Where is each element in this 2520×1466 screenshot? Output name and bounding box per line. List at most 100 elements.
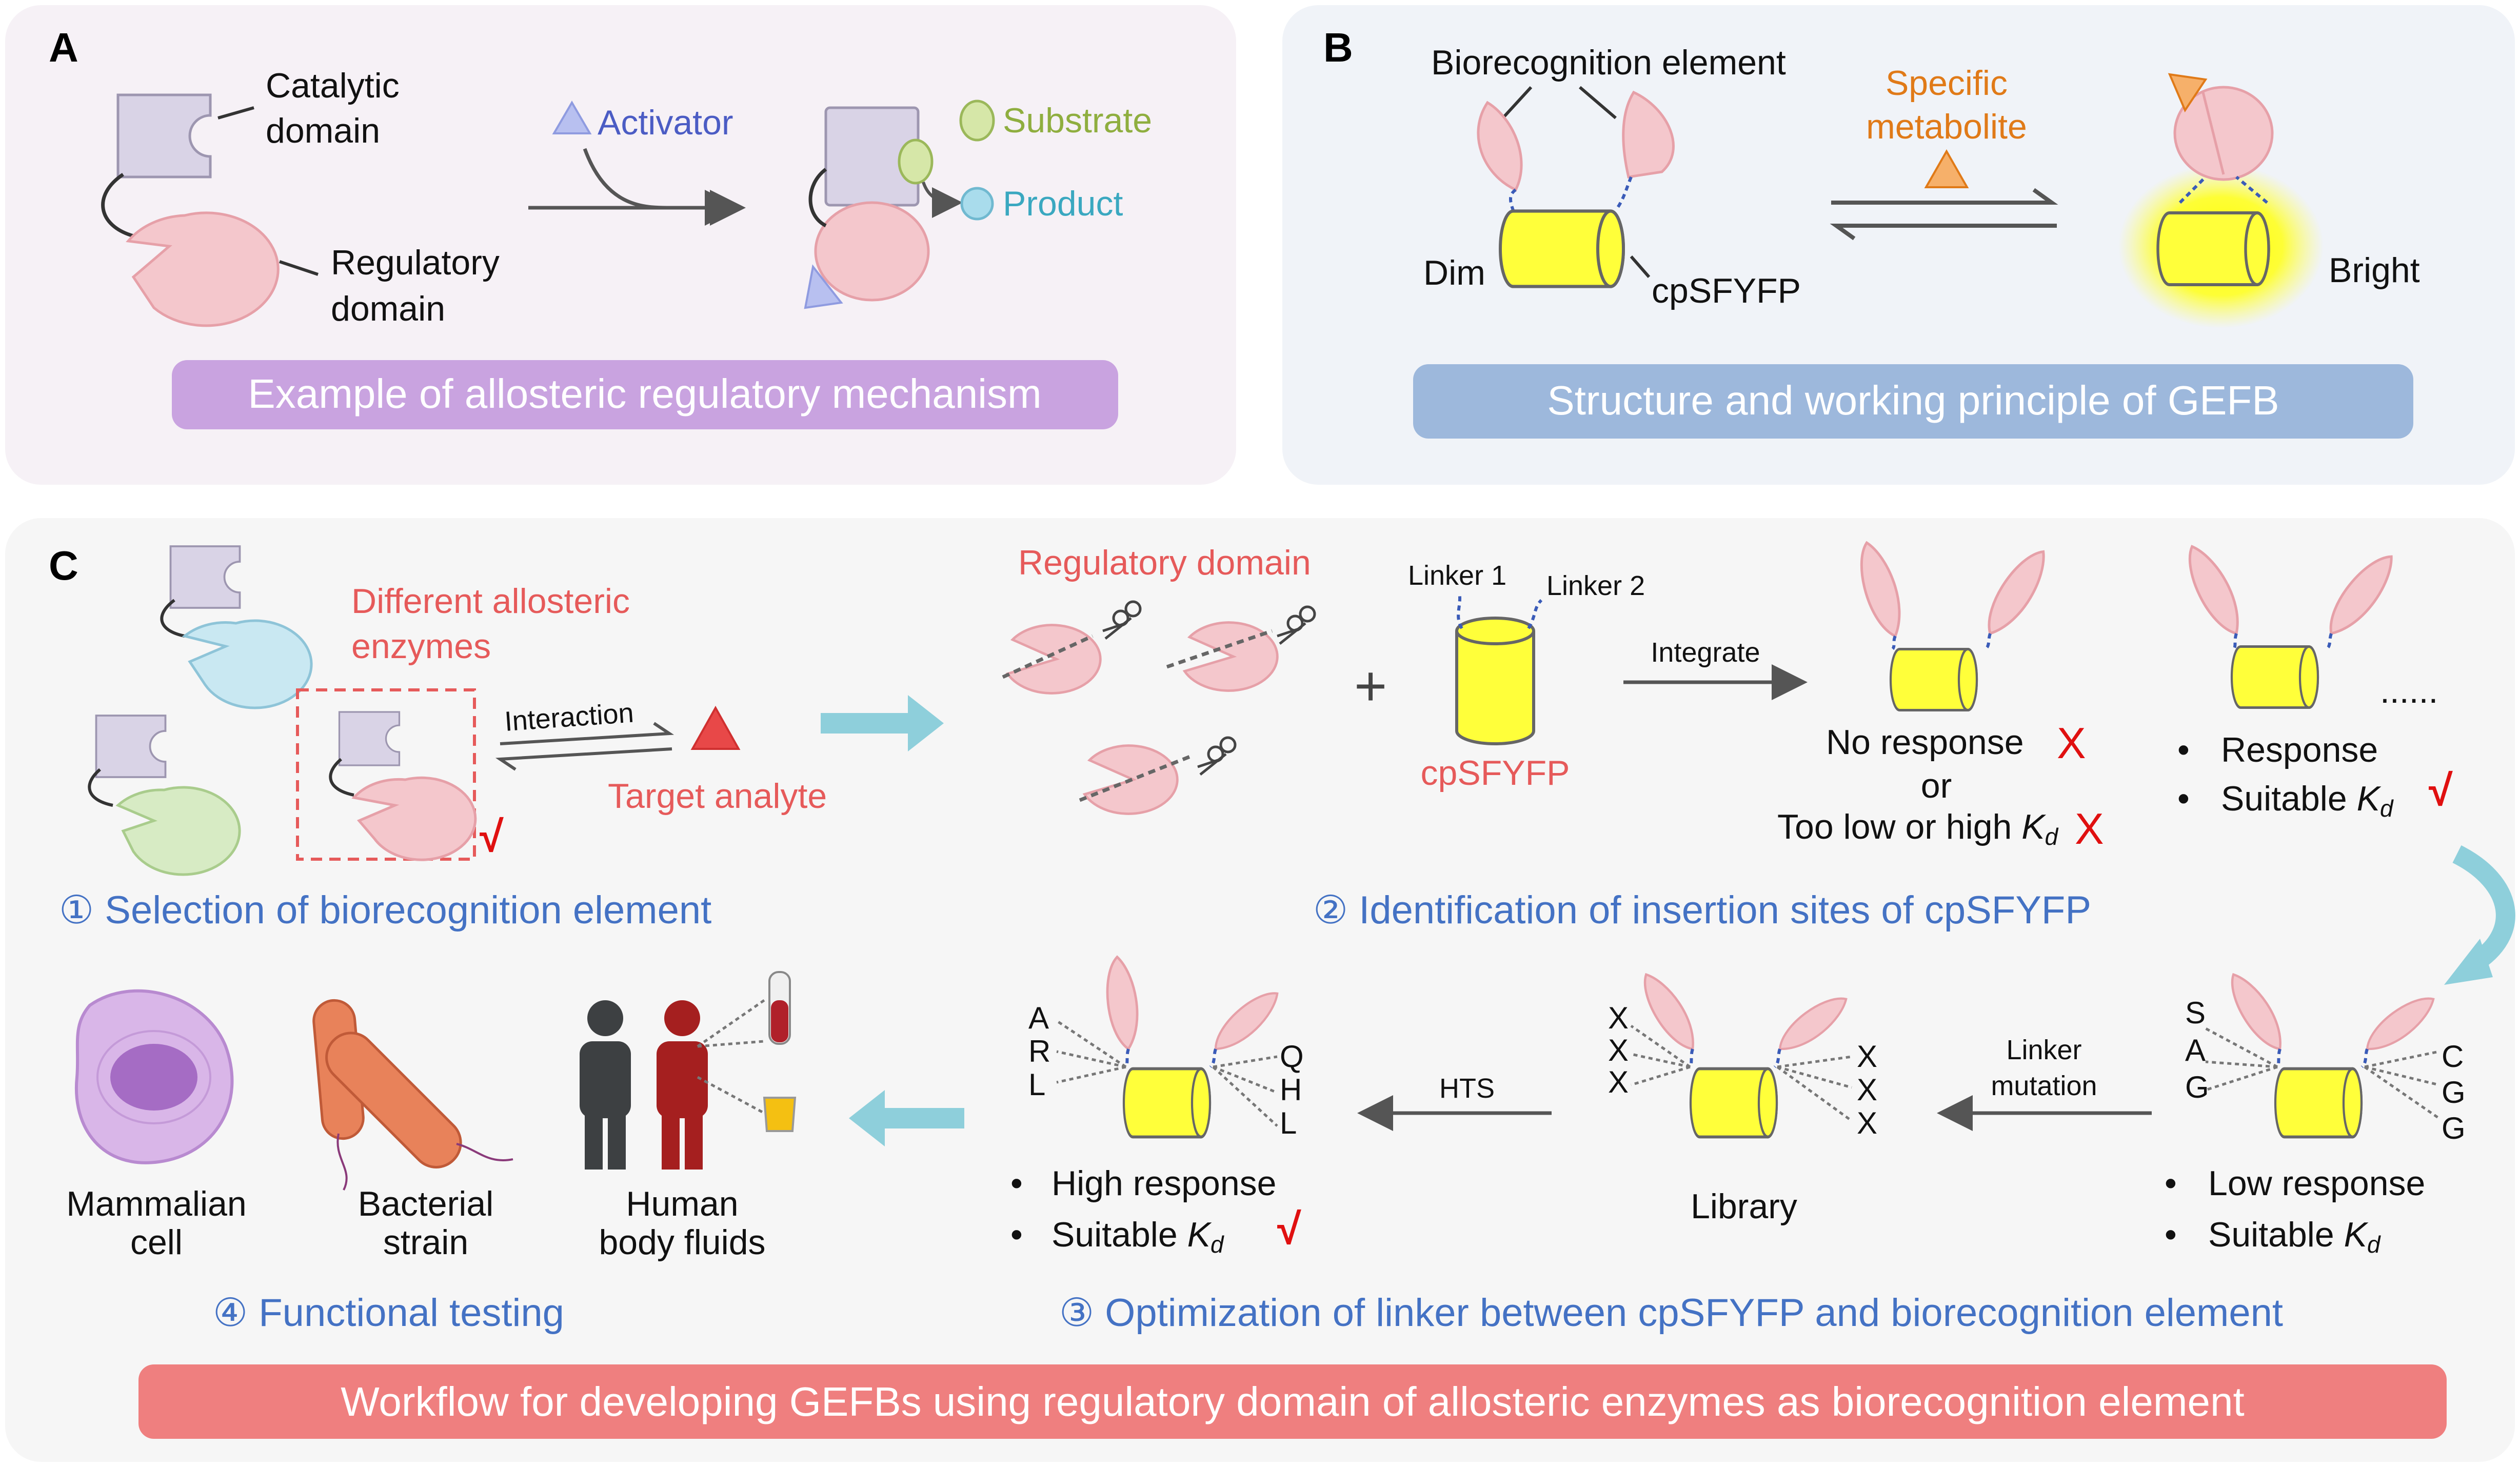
step3-title: ③ Optimization of linker between cpSFYFP… — [1059, 1291, 2283, 1335]
enzyme-1-connector — [160, 599, 185, 638]
panel-a-letter: A — [49, 25, 78, 70]
linker-1-label: Linker 1 — [1408, 560, 1506, 591]
selected-enzyme-box — [296, 688, 476, 861]
product-icon — [960, 187, 994, 221]
low-response-label: Low response — [2208, 1164, 2425, 1203]
bacterial-label-line1: Bacterial — [358, 1184, 494, 1223]
bacterial-label-line2: strain — [383, 1223, 468, 1262]
enzyme-1-regulatory — [182, 619, 313, 709]
more-ellipsis: ...... — [2380, 671, 2438, 710]
integrate-label: Integrate — [1651, 637, 1760, 668]
bacterial-strain-icon — [312, 999, 513, 1191]
kd-d: d — [2367, 1231, 2381, 1258]
qhl-letter-1: Q — [1280, 1039, 1304, 1074]
sag-letter-2: A — [2185, 1033, 2206, 1067]
enzymes-label-line2: enzymes — [351, 627, 491, 666]
optimized-check: √ — [1277, 1205, 1301, 1254]
regulatory-label-line1: Regulatory — [331, 243, 500, 282]
suitable-bullet-2: • — [2177, 779, 2190, 818]
suitable-text: Suitable — [1051, 1215, 1187, 1254]
regulatory-domain-label: Regulatory domain — [1018, 543, 1311, 582]
panel-b-banner-text: Structure and working principle of GEFB — [1547, 378, 2279, 423]
panel-c-banner — [138, 1364, 2447, 1439]
sensor-optimized — [1056, 955, 1284, 1137]
x-letter-left-1: X — [1608, 1001, 1629, 1035]
response-label: Response — [2221, 730, 2378, 769]
too-low-text: Too low or high — [1777, 807, 2021, 846]
panel-a: A Catalytic domain Regulatory domain Act… — [5, 5, 1236, 485]
human-label-line1: Human — [626, 1184, 738, 1223]
panel-b: B Biorecognition element Dim cpSFYFP Spe… — [1282, 5, 2515, 485]
domain-connector — [101, 173, 134, 238]
cpsfyfp-label-c: cpSFYFP — [1421, 754, 1570, 793]
kd-d: d — [1211, 1231, 1224, 1258]
cut-line-2 — [1166, 629, 1273, 669]
sensor-library — [1630, 968, 1853, 1137]
panel-c-letter: C — [49, 543, 78, 588]
linker-1-line — [1457, 592, 1463, 629]
bound-activator-icon — [804, 264, 843, 309]
flow-arrow-curve-head — [2444, 939, 2493, 985]
kd-k: K — [2357, 779, 2382, 818]
kd-k: K — [2021, 807, 2046, 846]
suitable-text: Suitable — [2208, 1215, 2344, 1254]
cgg-letter-3: G — [2442, 1111, 2466, 1145]
library-label: Library — [1691, 1187, 1797, 1226]
dim-linker-right — [1614, 176, 1633, 211]
human-figures-icon — [580, 971, 797, 1170]
sensor-response — [2176, 541, 2401, 708]
bright-barrel — [2158, 213, 2269, 285]
cut-line-1 — [1002, 634, 1094, 679]
high-response-label: High response — [1051, 1164, 1276, 1203]
sag-letter-1: S — [2185, 996, 2206, 1030]
biorecognition-label: Biorecognition element — [1431, 43, 1786, 82]
activator-icon — [552, 101, 592, 134]
x-letter-right-2: X — [1857, 1073, 1877, 1107]
regulatory-label-line2: domain — [331, 289, 445, 328]
sensor-no-response — [1850, 539, 2054, 710]
activated-connector — [808, 168, 827, 228]
sensor-low-response — [2205, 968, 2440, 1137]
arl-letter-2: R — [1028, 1034, 1050, 1068]
sag-letter-3: G — [2185, 1070, 2209, 1104]
activator-label: Activator — [598, 103, 733, 142]
enzyme-2-connector — [88, 768, 113, 807]
flow-arrow-1 — [821, 695, 944, 751]
linker-2-label: Linker 2 — [1546, 570, 1645, 601]
scissors-icon — [1197, 736, 1237, 776]
enzyme-3-regulatory — [351, 776, 477, 861]
dim-linker-left — [1509, 188, 1517, 211]
bound-metabolite-icon — [2168, 73, 2208, 113]
enzymes-label-line1: Different allosteric — [351, 582, 630, 621]
linker-mutation-line1: Linker — [2006, 1035, 2081, 1065]
linker-2-line — [1527, 599, 1543, 629]
suitable-bullet-3: • — [2165, 1215, 2177, 1254]
dim-label: Dim — [1423, 253, 1485, 292]
cpsfyfp-label-b: cpSFYFP — [1652, 271, 1801, 310]
scissors-icon — [1277, 605, 1316, 645]
bound-substrate-icon — [898, 138, 934, 185]
panel-a-banner-text: Example of allosteric regulatory mechani… — [248, 371, 1041, 417]
metabolite-icon — [1924, 149, 1969, 188]
bright-linkers — [2178, 175, 2268, 204]
too-low-cross: X — [2075, 805, 2104, 854]
cpsfyfp-cylinder — [1455, 617, 1535, 745]
x-letter-left-3: X — [1608, 1065, 1629, 1099]
step4-title: ④ Functional testing — [213, 1291, 564, 1335]
qhl-letter-2: H — [1280, 1073, 1302, 1107]
kd-k: K — [1187, 1215, 1212, 1254]
suitable-kd-label-3: Suitable Kd — [2208, 1215, 2381, 1258]
scissors-icon — [1102, 600, 1142, 640]
bright-leaf-body — [2173, 86, 2274, 181]
suitable-bullet-opt: • — [1010, 1215, 1023, 1254]
x-letter-right-1: X — [1857, 1039, 1877, 1074]
hts-label: HTS — [1439, 1073, 1495, 1104]
arl-letter-1: A — [1028, 1001, 1049, 1035]
dim-left-leaf — [1477, 101, 1523, 192]
dim-right-leaf — [1622, 90, 1675, 179]
too-low-high-label: Too low or high Kd — [1777, 807, 2059, 850]
panel-a-banner — [172, 360, 1118, 429]
suitable-kd-label-opt: Suitable Kd — [1051, 1215, 1224, 1258]
response-check: √ — [2429, 766, 2453, 815]
